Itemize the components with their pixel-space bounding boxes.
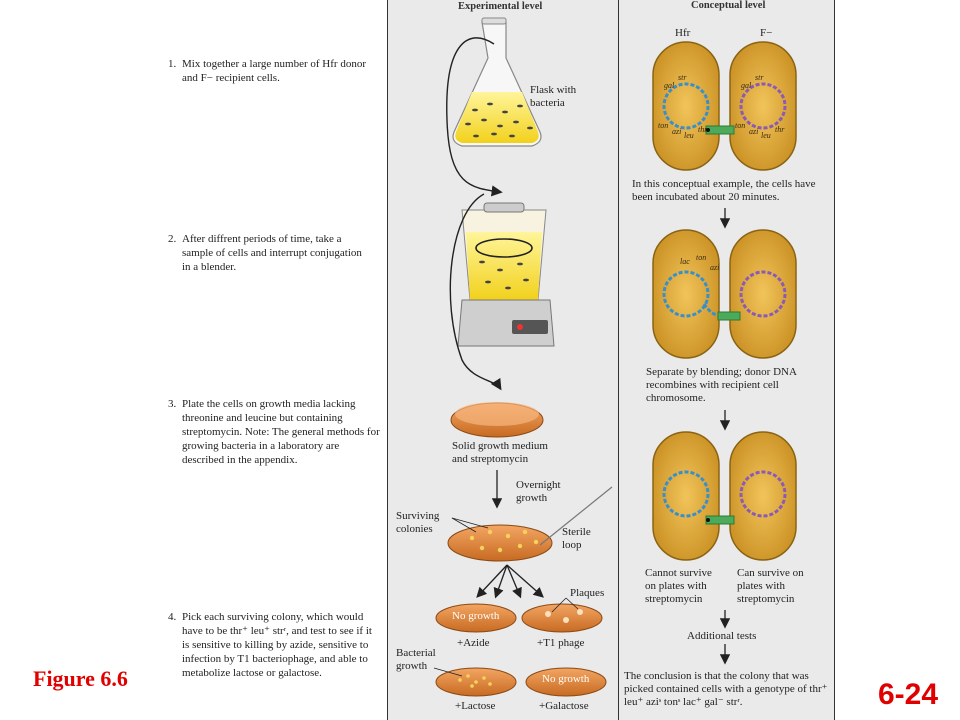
center-divider — [618, 0, 619, 720]
cannot-survive-label: Cannot survive on plates with streptomyc… — [645, 567, 712, 605]
step-text: After diffrent periods of time, take a s… — [182, 233, 362, 273]
step-number: 2. — [168, 233, 177, 245]
plate-caption: +T1 phage — [537, 637, 585, 649]
gene-label: thr — [698, 125, 708, 134]
gene-label: lac — [680, 257, 690, 266]
plate-caption: +Galactose — [539, 700, 589, 712]
slide-number: 6-24 — [878, 678, 939, 711]
medium-label: Solid growth medium and streptomycin — [452, 440, 548, 465]
blender-illustration — [449, 193, 555, 391]
step-text: Pick each surviving colony, which would … — [182, 611, 372, 679]
step-text: Plate the cells on growth media lacking … — [182, 398, 380, 466]
gene-label: gal — [664, 81, 675, 90]
step-number: 1. — [168, 58, 177, 70]
flask-label: Flask with bacteria — [530, 84, 577, 109]
gene-label: thr — [775, 125, 785, 134]
gene-label: str — [755, 73, 764, 82]
step-number: 4. — [168, 611, 177, 623]
plate-caption: +Azide — [457, 637, 490, 649]
gene-label: leu — [761, 131, 771, 140]
colonies-plate — [447, 486, 613, 562]
step-text: Mix together a large number of Hfr donor… — [182, 58, 366, 84]
gene-label: ton — [696, 253, 706, 262]
can-survive-label: Can survive on plates with streptomycin — [737, 567, 804, 605]
caption-incubated: In this conceptual example, the cells ha… — [632, 178, 816, 203]
cell-pair-1 — [652, 41, 797, 171]
caption-blending: Separate by blending; donor DNA recombin… — [646, 366, 797, 404]
overnight-label: Overnight growth — [516, 479, 561, 504]
plate-caption: +Lactose — [455, 700, 496, 712]
surviving-label: Surviving colonies — [396, 510, 440, 535]
hfr-label: Hfr — [675, 27, 691, 39]
gene-labels: str gal thr leu azi ton str gal thr leu … — [658, 73, 785, 272]
gene-label: azi — [672, 127, 681, 136]
cell-pair-3 — [652, 431, 797, 561]
test-plates — [433, 597, 607, 697]
plaques-label: Plaques — [570, 587, 605, 599]
gene-label: azi — [749, 127, 758, 136]
gene-label: gal — [741, 81, 752, 90]
step-1: 1. Mix together a large number of Hfr do… — [168, 57, 383, 85]
flask-illustration — [446, 17, 542, 197]
bacterial-growth-label: Bacterial growth — [396, 647, 436, 672]
gene-label: ton — [735, 121, 745, 130]
gene-label: str — [678, 73, 687, 82]
conclusion-text: The conclusion is that the colony that w… — [624, 670, 828, 708]
gene-label: ton — [658, 121, 668, 130]
conceptual-header: Conceptual level — [691, 0, 766, 11]
additional-tests-label: Additional tests — [687, 630, 757, 642]
f-minus-label: F− — [760, 27, 773, 39]
left-divider — [387, 0, 388, 720]
plate-inner-text: No growth — [542, 673, 590, 685]
step-2: 2. After diffrent periods of time, take … — [168, 232, 383, 274]
step-number: 3. — [168, 398, 177, 410]
right-divider — [834, 0, 835, 720]
cell-pair-2 — [652, 229, 797, 359]
sterile-loop-label: Sterile loop — [562, 526, 591, 551]
gene-label: leu — [684, 131, 694, 140]
figure-label: Figure 6.6 — [33, 666, 128, 691]
step-4: 4. Pick each surviving colony, which wou… — [168, 610, 383, 680]
experimental-header: Experimental level — [458, 1, 543, 12]
gene-label: azi — [710, 263, 719, 272]
plate-inner-text: No growth — [452, 610, 500, 622]
medium-plate — [450, 402, 544, 438]
step-3: 3. Plate the cells on growth media lacki… — [168, 397, 383, 467]
